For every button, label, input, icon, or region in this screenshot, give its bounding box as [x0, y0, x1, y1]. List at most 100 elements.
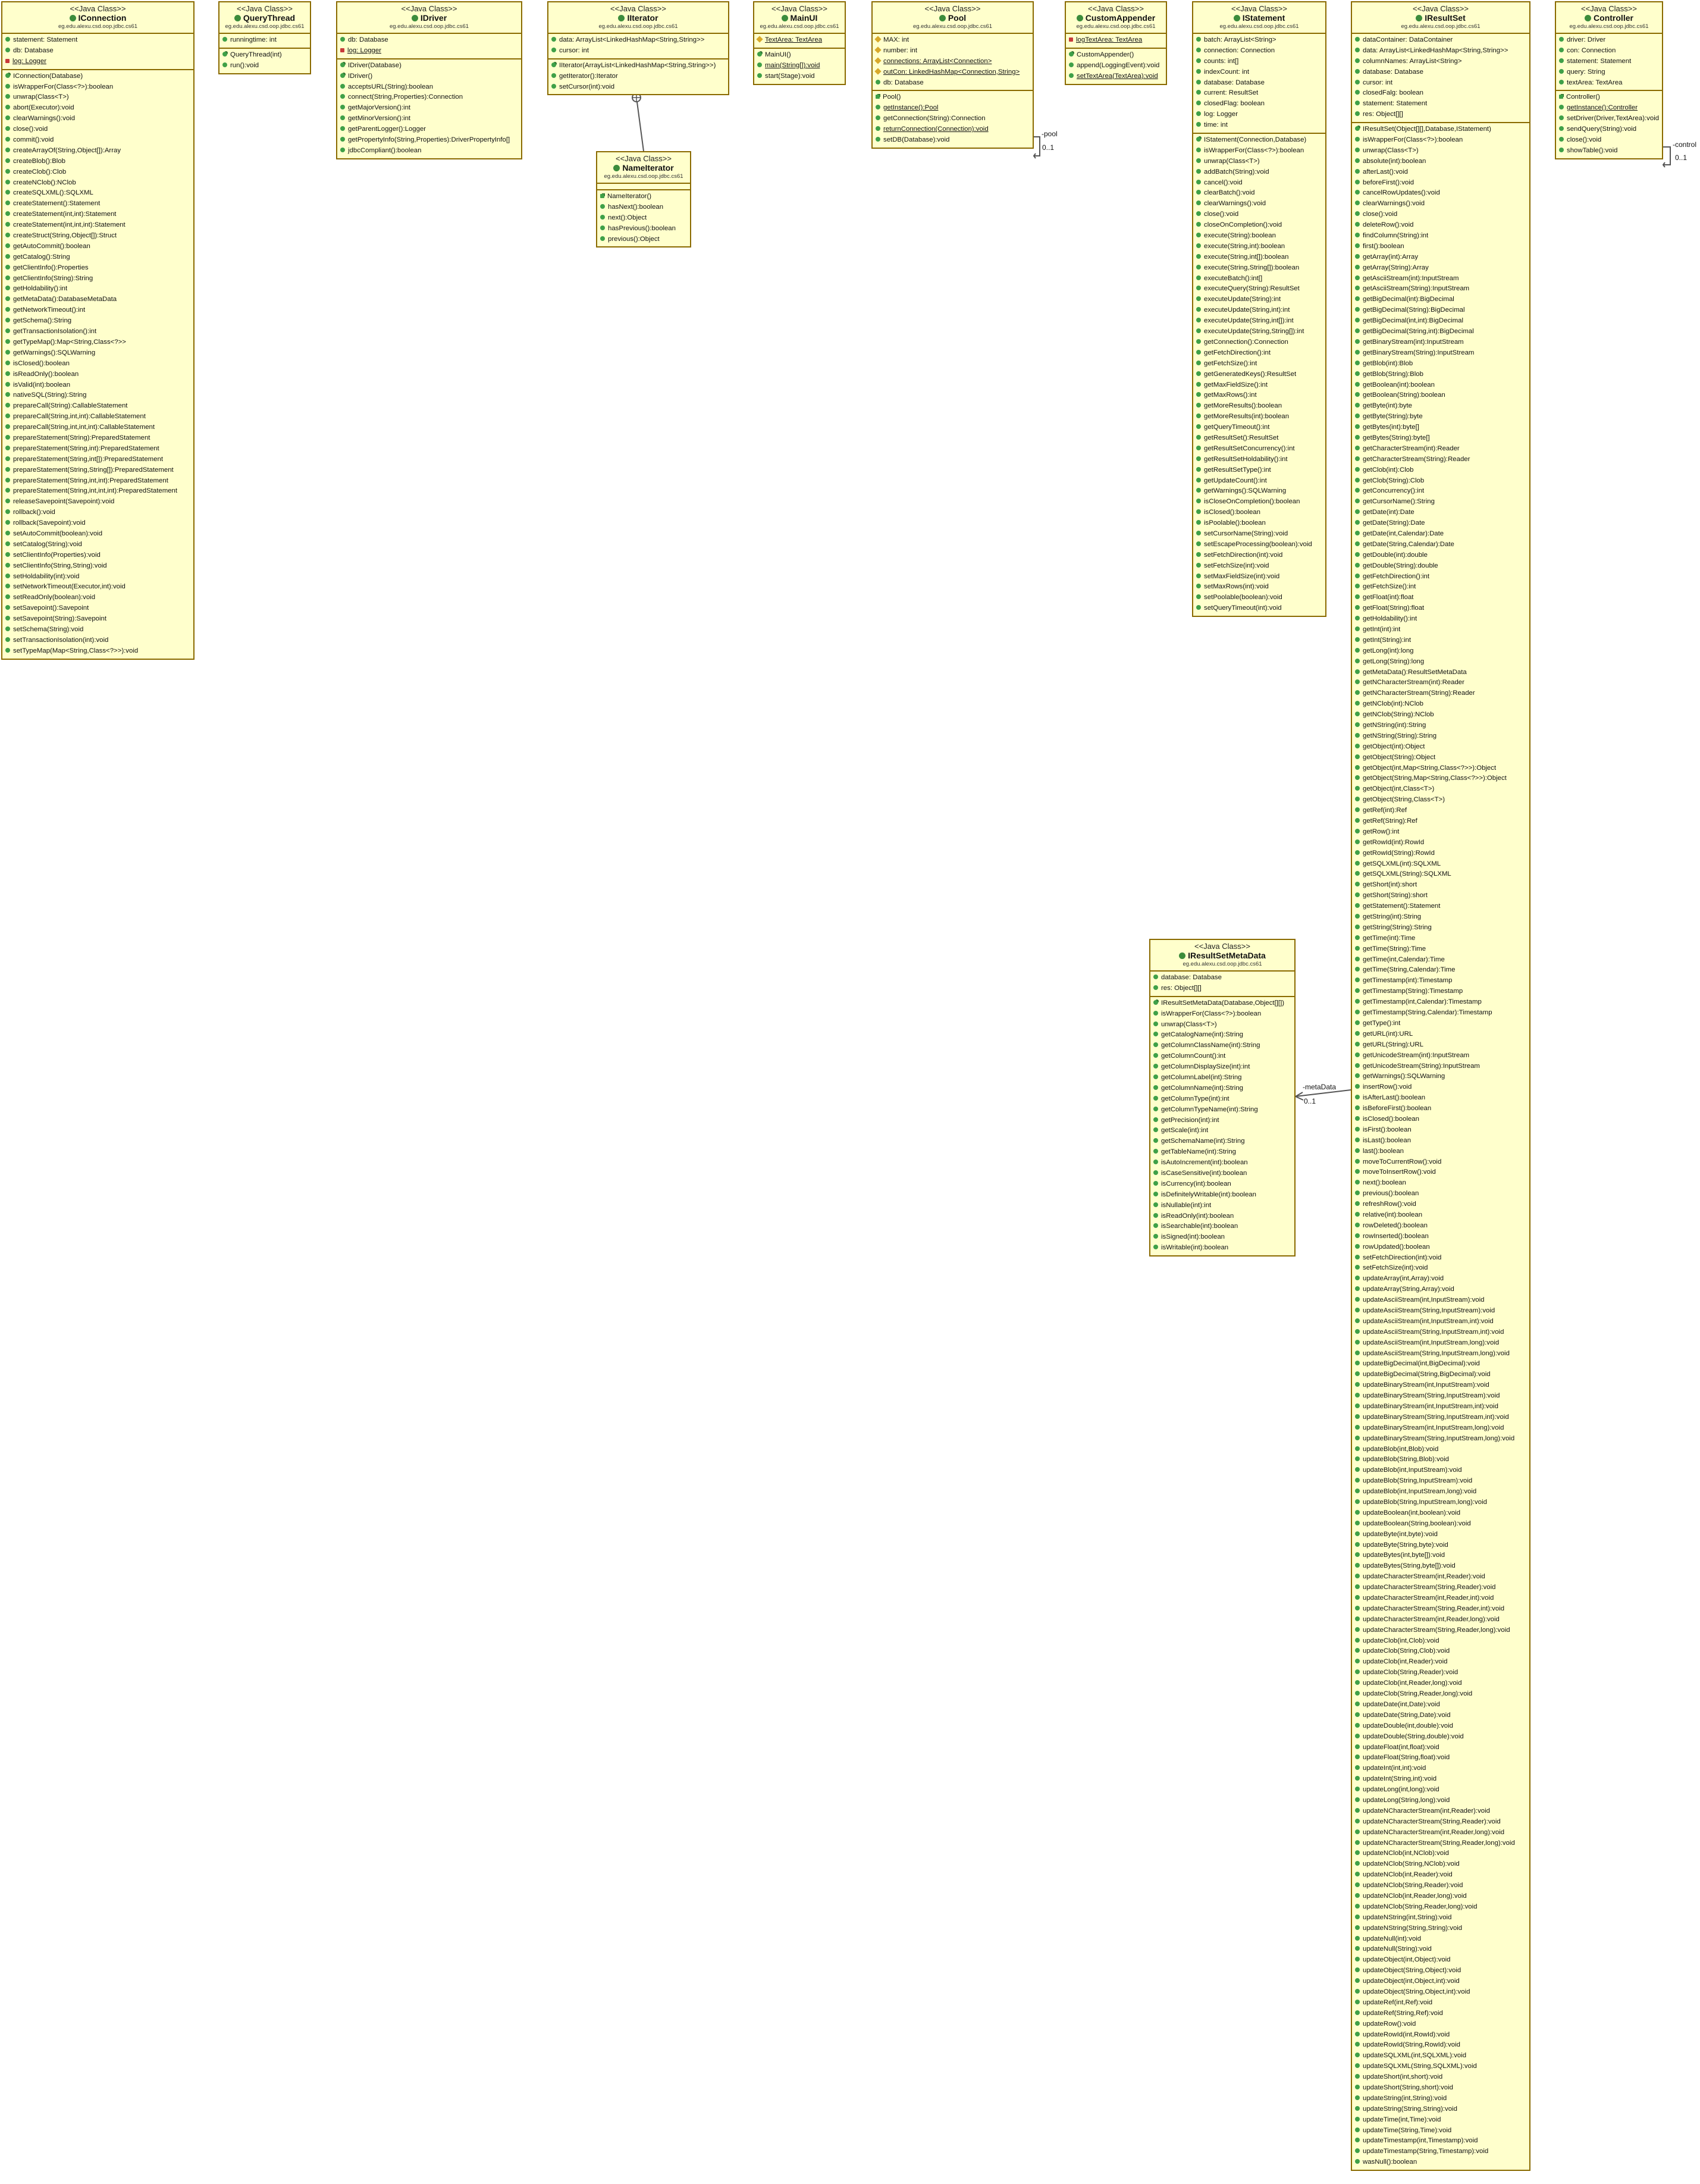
class-field: current: ResultSet — [1193, 88, 1325, 99]
class-stereotype: <<Java Class>> — [1231, 4, 1287, 13]
class-method: getTimestamp(String):Timestamp — [1352, 986, 1529, 997]
class-method: setEscapeProcessing(boolean):void — [1193, 540, 1325, 550]
metadata-association-line — [1295, 1089, 1351, 1097]
method-signature: getBigDecimal(int,int):BigDecimal — [1363, 317, 1464, 325]
public-visibility-icon — [1196, 222, 1201, 227]
method-signature: getUpdateCount():int — [1204, 477, 1267, 484]
class-method: rowInserted():boolean — [1352, 1232, 1529, 1242]
public-visibility-icon — [5, 137, 10, 142]
public-visibility-icon — [1355, 328, 1360, 334]
public-visibility-icon — [1153, 1032, 1158, 1037]
public-visibility-icon — [1355, 1701, 1360, 1706]
class-method: getLong(String):long — [1352, 657, 1529, 668]
method-signature: updateBoolean(String,boolean):void — [1363, 1519, 1471, 1527]
class-method: updateAsciiStream(int,InputStream):void — [1352, 1295, 1529, 1306]
pool-self-arrow — [1033, 153, 1037, 159]
public-visibility-icon — [340, 94, 345, 99]
method-signature: getTransactionIsolation():int — [13, 328, 97, 336]
field-signature: runningtime: int — [230, 36, 277, 43]
method-signature: getClob(int):Clob — [1363, 466, 1414, 474]
class-field: logTextArea: TextArea — [1066, 35, 1166, 46]
class-method: close():void — [1193, 209, 1325, 220]
public-visibility-icon — [340, 137, 345, 142]
method-signature: getObject(String,Map<String,Class<?>>):O… — [1363, 775, 1507, 782]
public-visibility-icon — [1355, 1787, 1360, 1792]
method-signature: createStatement(int,int):Statement — [13, 211, 117, 218]
class-method: getByte(int):byte — [1352, 401, 1529, 412]
public-visibility-icon — [1355, 296, 1360, 302]
class-method: relative(int):boolean — [1352, 1210, 1529, 1221]
public-visibility-icon — [1355, 1850, 1360, 1856]
public-visibility-icon — [1355, 1882, 1360, 1888]
class-method: getColumnDisplaySize(int):int — [1150, 1062, 1294, 1073]
public-visibility-icon — [1355, 1722, 1360, 1728]
public-visibility-icon — [5, 456, 10, 461]
class-field: TextArea: TextArea — [754, 35, 845, 46]
method-signature: updateClob(String,Reader,long):void — [1363, 1690, 1473, 1698]
class-name: CustomAppender — [1067, 13, 1165, 23]
method-signature: isWrapperFor(Class<?>):boolean — [1363, 136, 1463, 144]
class-method: getLong(int):long — [1352, 646, 1529, 657]
public-visibility-icon — [600, 236, 605, 241]
class-name: IDriver — [338, 13, 520, 23]
class-method: getClob(String):Clob — [1352, 476, 1529, 487]
method-signature: getMajorVersion():int — [348, 104, 411, 112]
class-method: isSigned(int):boolean — [1150, 1232, 1294, 1243]
class-method: isWrapperFor(Class<?>):boolean — [2, 82, 193, 93]
java-class-icon — [69, 15, 76, 21]
class-method: getAutoCommit():boolean — [2, 242, 193, 252]
java-class-icon — [1179, 952, 1186, 959]
methods-section: IIterator(ArrayList<LinkedHashMap<String… — [548, 58, 728, 95]
class-method: isCaseSensitive(int):boolean — [1150, 1168, 1294, 1179]
method-signature: addBatch(String):void — [1204, 168, 1269, 176]
method-signature: getRowId(String):RowId — [1363, 849, 1435, 857]
public-visibility-icon — [1355, 1648, 1360, 1653]
class-field: db: Database — [337, 35, 521, 46]
method-signature: getDate(int,Calendar):Date — [1363, 529, 1444, 537]
class-method: abort(Executor):void — [2, 103, 193, 114]
method-signature: refreshRow():void — [1363, 1201, 1416, 1208]
method-signature: getAsciiStream(String):InputStream — [1363, 285, 1470, 293]
class-method: setQueryTimeout(int):void — [1193, 603, 1325, 614]
method-signature: isReadOnly():boolean — [13, 370, 79, 378]
class-field: connections: ArrayList<Connection> — [873, 57, 1033, 67]
java-class-icon — [618, 15, 625, 21]
public-visibility-icon — [1355, 1627, 1360, 1632]
public-visibility-icon — [1355, 2148, 1360, 2154]
method-signature: getTimestamp(int,Calendar):Timestamp — [1363, 998, 1482, 1006]
public-visibility-icon — [1355, 1999, 1360, 2004]
class-method: moveToCurrentRow():void — [1352, 1157, 1529, 1168]
method-signature: createArrayOf(String,Object[]):Array — [13, 146, 121, 154]
method-signature: clearWarnings():void — [1204, 200, 1266, 208]
class-method: getBlob(int):Blob — [1352, 359, 1529, 369]
public-visibility-icon — [1355, 573, 1360, 578]
class-method: getAsciiStream(String):InputStream — [1352, 284, 1529, 294]
method-signature: close():void — [1567, 136, 1602, 144]
class-method: getDate(int):Date — [1352, 507, 1529, 518]
public-visibility-icon — [1196, 339, 1201, 344]
method-signature: getColumnTypeName(int):String — [1161, 1105, 1258, 1113]
public-visibility-icon — [5, 211, 10, 217]
class-method: isClosed():boolean — [2, 359, 193, 369]
public-visibility-icon — [1153, 1042, 1158, 1048]
method-signature: updateBlob(String,InputStream):void — [1363, 1477, 1473, 1485]
method-signature: getNetworkTimeout():int — [13, 306, 86, 314]
public-visibility-icon — [1355, 1446, 1360, 1451]
class-method: updateNull(int):void — [1352, 1934, 1529, 1945]
class-name: QueryThread — [221, 13, 309, 23]
class-method: getBoolean(String):boolean — [1352, 390, 1529, 401]
public-visibility-icon — [600, 225, 605, 230]
class-method: getMoreResults(int):boolean — [1193, 412, 1325, 422]
